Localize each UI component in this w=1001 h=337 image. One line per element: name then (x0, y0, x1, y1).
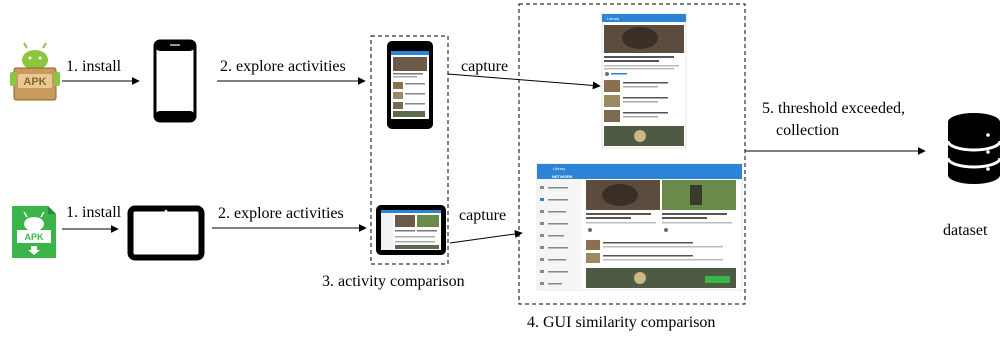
svg-text:APK: APK (24, 232, 44, 242)
label-threshold-line1: 5. threshold exceeded, (762, 100, 906, 117)
label-capture-bottom: capture (459, 207, 507, 224)
label-dataset: dataset (943, 222, 988, 239)
label-install-top: 1. install (66, 58, 122, 75)
apk-download-icon: APK (12, 206, 56, 258)
svg-text:Library: Library (607, 16, 619, 21)
tablet-icon (127, 205, 205, 261)
label-activity-comparison: 3. activity comparison (322, 273, 465, 290)
label-explore-bottom: 2. explore activities (218, 205, 344, 222)
phone-screenshot: Library (601, 13, 687, 149)
svg-text:NETWORK: NETWORK (552, 174, 573, 179)
label-threshold-line2: collection (776, 122, 840, 139)
arrow-capture-bottom (449, 230, 523, 244)
svg-text:APK: APK (23, 76, 46, 88)
activity-comparison-box (370, 35, 449, 265)
captured-tablet-icon (376, 205, 446, 255)
phone-icon (153, 39, 197, 123)
label-explore-top: 2. explore activities (220, 58, 346, 75)
label-gui-similarity: 4. GUI similarity comparison (527, 314, 716, 331)
gui-similarity-box (518, 3, 746, 305)
database-icon (946, 113, 1001, 184)
label-capture-top: capture (461, 58, 509, 75)
label-install-bottom: 1. install (66, 204, 122, 221)
tablet-screenshot: Library NETWORK (536, 163, 743, 291)
captured-phone-icon (387, 41, 433, 129)
apk-box-icon: APK (10, 42, 60, 101)
arrow-capture-top (447, 73, 601, 90)
svg-text:Library: Library (553, 166, 565, 171)
